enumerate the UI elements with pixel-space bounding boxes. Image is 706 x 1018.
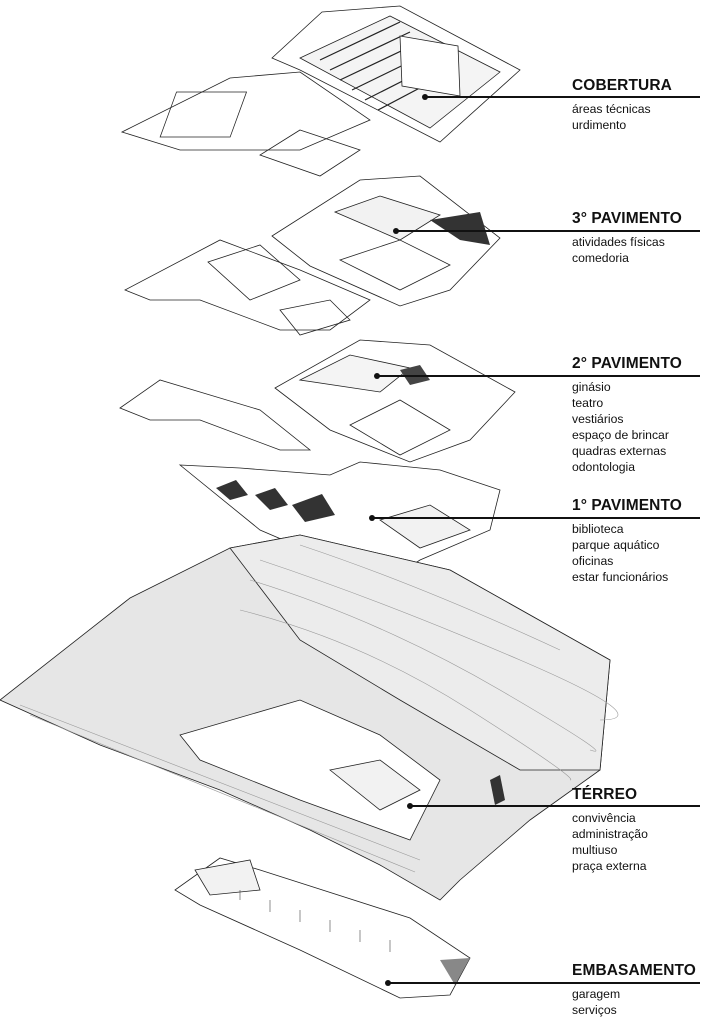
program-item: serviços — [572, 1003, 617, 1017]
level-program-list: ginásio teatro vestiários espaço de brincar… — [572, 379, 706, 475]
floor-1-drawing — [178, 461, 501, 581]
floor-3-drawing — [124, 175, 501, 336]
program-item: estar funcionários — [572, 570, 669, 584]
program-item: biblioteca — [572, 522, 624, 536]
program-item: parque aquático — [572, 538, 660, 552]
level-terreo: TÉRREO convivência administração multiuso pr… — [572, 786, 706, 874]
program-item: teatro — [572, 396, 604, 410]
floor-cobertura-drawing — [120, 5, 521, 177]
leader-dot-2-pavimento — [374, 373, 380, 379]
leader-line-terreo — [410, 805, 700, 807]
floor-terreo-drawing — [0, 534, 619, 901]
program-item: administração — [572, 827, 648, 841]
program-item: quadras externas — [572, 444, 667, 458]
program-item: ginásio — [572, 380, 611, 394]
leader-dot-terreo — [407, 803, 413, 809]
level-embasamento: EMBASAMENTO garagem serviços — [572, 962, 706, 1018]
leader-line-1-pavimento — [372, 517, 700, 519]
leader-line-3-pavimento — [396, 230, 700, 232]
level-2-pavimento: 2° PAVIMENTO ginásio teatro vestiários espaç… — [572, 355, 706, 475]
program-item: odontologia — [572, 460, 636, 474]
program-item: multiuso — [572, 843, 618, 857]
leader-dot-1-pavimento — [369, 515, 375, 521]
floor-2-drawing — [119, 339, 516, 463]
level-1-pavimento: 1° PAVIMENTO biblioteca parque aquático ofi… — [572, 497, 706, 585]
program-item: garagem — [572, 987, 621, 1001]
level-cobertura: COBERTURA áreas técnicas urdimento — [572, 77, 706, 133]
program-item: convivência — [572, 811, 636, 825]
program-item: oficinas — [572, 554, 614, 568]
program-item: espaço de brincar — [572, 428, 669, 442]
leader-line-2-pavimento — [377, 375, 700, 377]
program-item: comedoria — [572, 251, 629, 265]
leader-dot-3-pavimento — [393, 228, 399, 234]
level-program-list: biblioteca parque aquático oficinas estar f… — [572, 521, 706, 585]
floor-embasamento-drawing — [174, 857, 471, 999]
level-program-list: garagem serviços — [572, 986, 706, 1018]
level-title: 2° PAVIMENTO — [572, 355, 682, 372]
program-item: vestiários — [572, 412, 624, 426]
level-program-list: áreas técnicas urdimento — [572, 101, 706, 133]
level-program-list: convivência administração multiuso praça ex… — [572, 810, 706, 874]
program-item: urdimento — [572, 118, 627, 132]
program-item: praça externa — [572, 859, 647, 873]
leader-dot-cobertura — [422, 94, 428, 100]
level-title: TÉRREO — [572, 786, 638, 803]
leader-line-cobertura — [425, 96, 700, 98]
leader-dot-embasamento — [385, 980, 391, 986]
level-3-pavimento: 3° PAVIMENTO atividades físicas comedoria — [572, 210, 706, 266]
program-item: atividades físicas — [572, 235, 665, 249]
level-title: 3° PAVIMENTO — [572, 210, 682, 227]
leader-line-embasamento — [388, 982, 700, 984]
level-program-list: atividades físicas comedoria — [572, 234, 706, 266]
level-title: EMBASAMENTO — [572, 962, 696, 979]
program-item: áreas técnicas — [572, 102, 651, 116]
level-title: 1° PAVIMENTO — [572, 497, 682, 514]
level-title: COBERTURA — [572, 77, 672, 94]
